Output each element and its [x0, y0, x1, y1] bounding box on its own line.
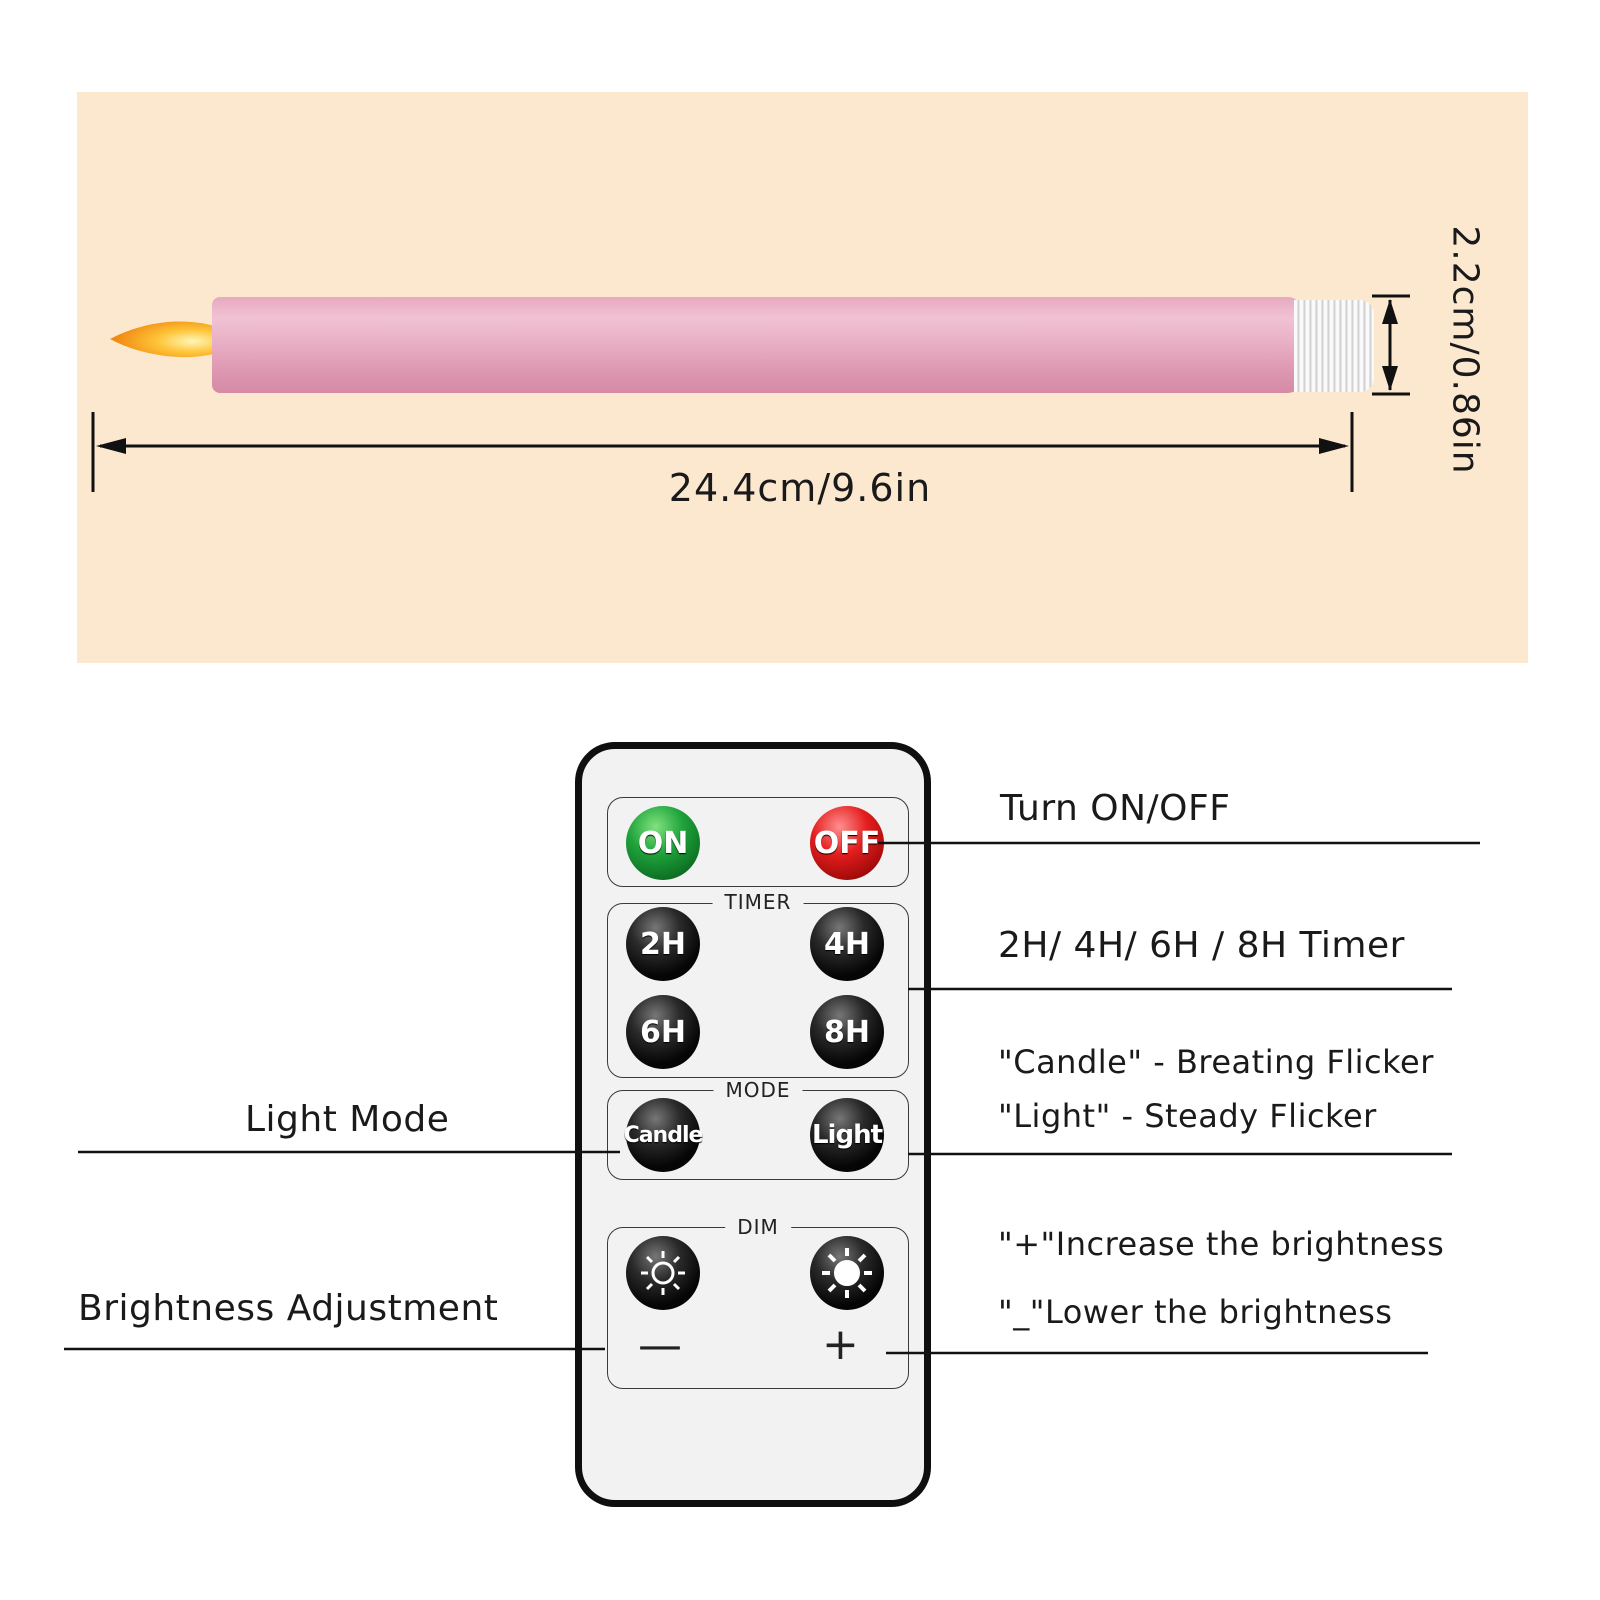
light-mode-button[interactable]: Light [810, 1098, 884, 1172]
sun-outline-icon [641, 1251, 685, 1295]
candle-mode-annotation: "Candle" - Breating Flicker [998, 1043, 1434, 1081]
on-button[interactable]: ON [626, 806, 700, 880]
power-annotation: Turn ON/OFF [1000, 788, 1231, 829]
timer-2h-button[interactable]: 2H [626, 907, 700, 981]
minus-symbol: — [638, 1320, 682, 1371]
brightness-down-button[interactable] [626, 1236, 700, 1310]
on-button-label: ON [637, 825, 689, 861]
timer-annotation: 2H/ 4H/ 6H / 8H Timer [998, 925, 1405, 966]
timer-group-label: TIMER [712, 890, 804, 914]
dim-group-label: DIM [725, 1215, 791, 1239]
mode-group-label: MODE [713, 1078, 803, 1102]
brightness-up-button[interactable] [810, 1236, 884, 1310]
candle-base [1294, 300, 1374, 392]
off-button[interactable]: OFF [810, 806, 884, 880]
brightness-lower-annotation: "_"Lower the brightness [998, 1293, 1393, 1331]
brightness-annotation: Brightness Adjustment [78, 1288, 499, 1329]
light-mode-description: "Light" - Steady Flicker [998, 1097, 1377, 1135]
off-button-label: OFF [813, 825, 881, 861]
candle-mode-button[interactable]: Candle [624, 1098, 703, 1172]
brightness-increase-annotation: "+"Increase the brightness [998, 1225, 1445, 1263]
timer-6h-button[interactable]: 6H [626, 995, 700, 1069]
timer-8h-button[interactable]: 8H [810, 995, 884, 1069]
remote-control: ON OFF TIMER 2H 4H 6H 8H MODE Candle Lig… [575, 742, 931, 1507]
length-dimension-label: 24.4cm/9.6in [668, 466, 932, 510]
light-mode-annotation: Light Mode [245, 1099, 450, 1140]
sun-filled-icon [822, 1248, 872, 1298]
timer-4h-button[interactable]: 4H [810, 907, 884, 981]
candle-body [212, 297, 1302, 393]
plus-symbol: + [822, 1319, 859, 1370]
